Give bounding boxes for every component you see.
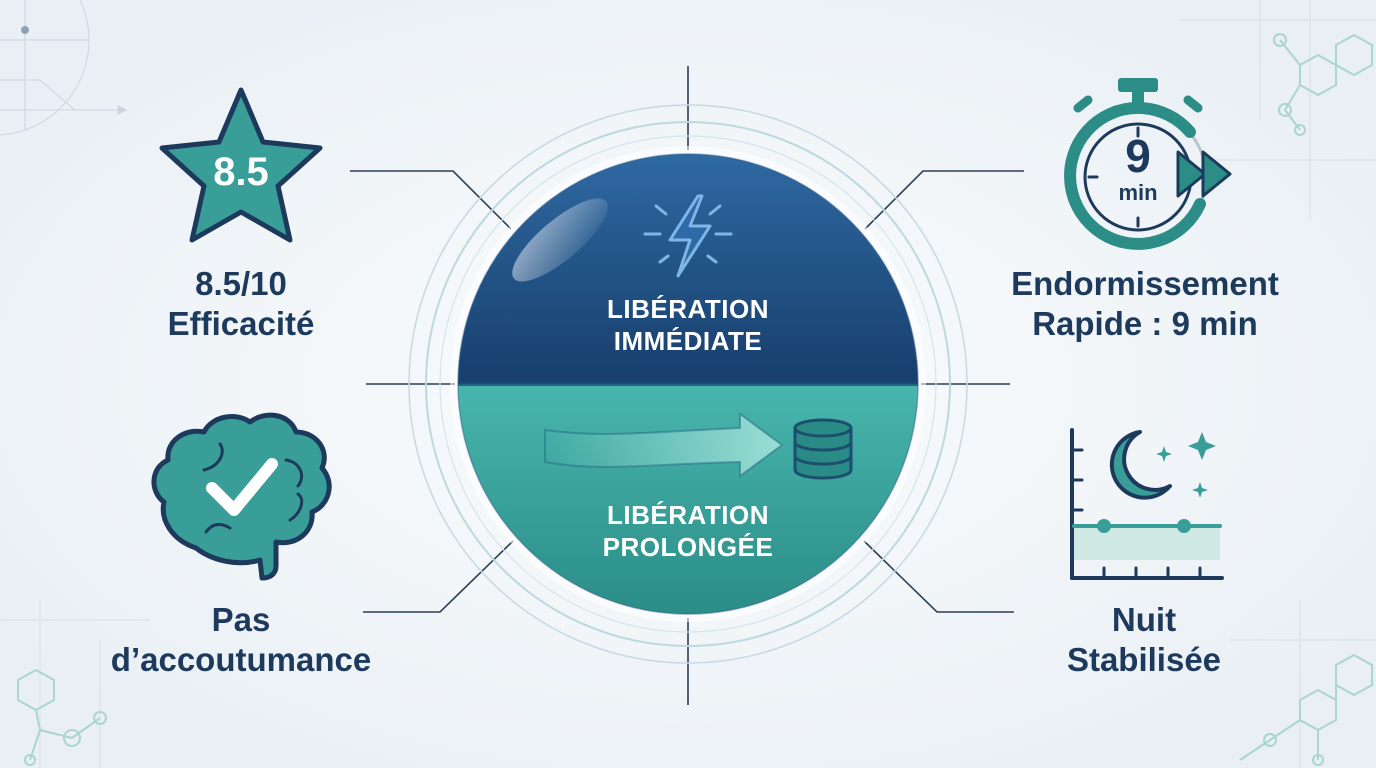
molecule-icon	[1273, 33, 1373, 136]
prolonged-release-line1: LIBÉRATION	[607, 500, 769, 530]
rating-caption: Efficacité	[167, 305, 315, 342]
immediate-release-line2: IMMÉDIATE	[613, 326, 763, 356]
night-line1: Nuit	[1111, 601, 1177, 638]
night-line2: Stabilisée	[1066, 641, 1222, 678]
brain-check-icon	[151, 412, 332, 581]
star-badge-value: 8.5	[213, 150, 269, 194]
addiction-line2: d’accoutumance	[110, 641, 372, 678]
sleep-onset-title: Endormissement	[1011, 265, 1279, 302]
rating-value: 8.5/10	[195, 265, 287, 302]
timer-value: 9	[1125, 130, 1151, 182]
immediate-release-line1: LIBÉRATION	[607, 294, 769, 324]
prolonged-release-label: LIBÉRATION PROLONGÉE	[558, 499, 818, 563]
grid-decoration-top-left	[0, 0, 128, 136]
moon-chart-icon	[1070, 428, 1224, 580]
night-label: Nuit Stabilisée	[1034, 600, 1254, 680]
stopwatch-icon	[1064, 78, 1232, 250]
prolonged-release-line2: PROLONGÉE	[602, 532, 774, 562]
sleep-onset-label: Endormissement Rapide : 9 min	[975, 264, 1315, 344]
grid-decoration-top-right	[1180, 0, 1376, 220]
addiction-line1: Pas	[211, 601, 271, 638]
grid-decoration-bottom-right	[1230, 600, 1376, 768]
rating-label: 8.5/10 Efficacité	[131, 264, 351, 344]
immediate-release-label: LIBÉRATION IMMÉDIATE	[558, 293, 818, 357]
grid-decoration-bottom-left	[0, 600, 150, 768]
pill-rings	[408, 104, 968, 664]
molecule-icon	[1239, 653, 1373, 766]
molecule-icon	[17, 668, 107, 766]
addiction-label: Pas d’accoutumance	[66, 600, 416, 680]
sleep-onset-caption: Rapide : 9 min	[1032, 305, 1258, 342]
timer-unit: min	[1118, 180, 1158, 205]
arrow-stack-icon	[544, 412, 853, 480]
star-icon	[159, 87, 323, 243]
lightning-icon	[643, 194, 733, 278]
